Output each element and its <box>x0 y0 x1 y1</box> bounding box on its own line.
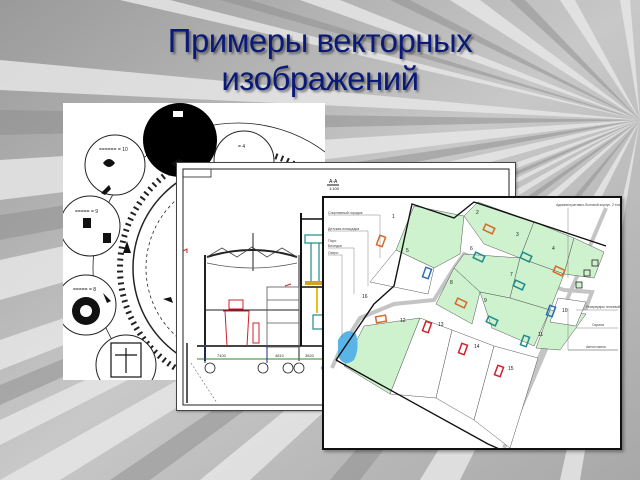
svg-text:13: 13 <box>438 322 444 328</box>
svg-text:Пирс: Пирс <box>328 239 337 243</box>
svg-text:Охрана: Охрана <box>592 323 604 327</box>
svg-text:1: 1 <box>392 214 395 220</box>
svg-text:5: 5 <box>406 248 409 254</box>
svg-text:= 4: = 4 <box>238 144 245 150</box>
title-line-2: изображений <box>221 60 419 97</box>
svg-text:===== = 8: ===== = 8 <box>73 287 96 293</box>
svg-text:12: 12 <box>400 318 406 324</box>
svg-text:===== = 9: ===== = 9 <box>75 209 98 215</box>
lake <box>338 331 358 364</box>
svg-text:8: 8 <box>450 280 453 286</box>
svg-text:Резервуары питьевой воды: Резервуары питьевой воды <box>586 305 620 309</box>
svg-text:Спортивный городок: Спортивный городок <box>328 211 363 215</box>
svg-text:Детская площадка: Детская площадка <box>328 227 359 231</box>
svg-text:9: 9 <box>484 298 487 304</box>
svg-text:Автостоянка: Автостоянка <box>586 345 606 349</box>
svg-text:2: 2 <box>476 210 479 216</box>
svg-text:16: 16 <box>362 294 368 300</box>
title-line-1: Примеры векторных <box>167 22 473 59</box>
svg-text:====== = 10: ====== = 10 <box>99 147 128 153</box>
svg-text:15: 15 <box>508 366 514 372</box>
svg-text:7400: 7400 <box>217 353 227 358</box>
svg-text:10: 10 <box>562 308 568 314</box>
slide-title: Примеры векторных изображений <box>0 22 640 98</box>
svg-text:14: 14 <box>474 344 480 350</box>
svg-text:3820: 3820 <box>305 353 315 358</box>
svg-text:11: 11 <box>538 332 543 338</box>
svg-text:Озеро: Озеро <box>328 251 338 255</box>
svg-text:6: 6 <box>470 246 473 252</box>
section-label: А-А <box>329 179 338 185</box>
svg-text:Административно-бытовой корпус: Административно-бытовой корпус, 2 этажа <box>556 203 620 207</box>
svg-text:3: 3 <box>516 232 519 238</box>
svg-text:4810: 4810 <box>275 353 285 358</box>
svg-text:7: 7 <box>510 272 513 278</box>
section-scale: 1:100 <box>329 186 340 191</box>
black-circle-symbol <box>143 103 217 177</box>
site-plan-map: 1 2 3 4 5 6 7 8 9 10 11 12 13 14 15 16 <box>322 196 622 450</box>
svg-text:Беседки: Беседки <box>328 244 342 248</box>
svg-text:4: 4 <box>552 246 555 252</box>
